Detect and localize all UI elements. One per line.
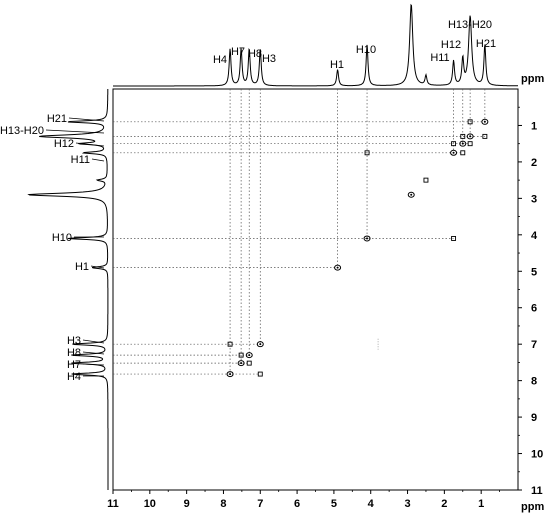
diagonal-peak (363, 235, 371, 242)
diagonal-peak-core (229, 373, 232, 376)
diagonal-peak-core (336, 266, 339, 269)
plot-area-border (112, 88, 519, 491)
diagonal-peak (237, 360, 245, 367)
left-peak-label: H8 (67, 347, 81, 359)
left-label-leader (45, 129, 105, 134)
peak-labels: H4H4H7H7H8H8H3H3H1H1H10H10H11H11H12H12H1… (0, 19, 496, 383)
left-label-leader (75, 142, 105, 147)
left-label-leader (68, 117, 105, 122)
x-tick-label: 2 (441, 498, 447, 510)
y-tick-label: 9 (531, 412, 537, 424)
left-peak-label: H10 (52, 232, 72, 244)
diagonal-peak-core (248, 354, 251, 357)
x-tick-label: 9 (184, 498, 190, 510)
x-tick-label: 11 (107, 498, 119, 510)
y-tick-label: 4 (531, 230, 538, 242)
diagonal-peak-core (452, 151, 455, 154)
guide-lines (113, 89, 486, 375)
top-peak-label: H4 (213, 54, 227, 66)
left-label-leader (91, 158, 105, 162)
x-tick-label: 6 (294, 498, 300, 510)
x-tick-label: 3 (404, 498, 410, 510)
left-projection-spectrum (27, 89, 109, 490)
x-tick-label: 1 (478, 498, 484, 510)
left-peak-label: H7 (67, 359, 81, 371)
top-peak-label: H1 (330, 59, 344, 71)
x-tick-label: 5 (331, 498, 337, 510)
diagonal-peak-core (259, 343, 262, 346)
diagonal-peak (256, 341, 264, 348)
top-peak-label: H8 (248, 48, 262, 60)
left-peak-label: H21 (47, 113, 67, 125)
cross-peak (467, 141, 473, 147)
left-peak-label: H11 (71, 154, 90, 166)
cross-peak (460, 150, 466, 156)
left-spectrum-trace (27, 89, 109, 490)
left-peak-label: H3 (67, 335, 81, 347)
diagonal-peak-core (366, 237, 369, 240)
cross-peak (423, 177, 429, 183)
diagonal-peak (481, 118, 489, 125)
top-projection-spectrum (113, 3, 518, 87)
y-tick-label: 3 (531, 193, 537, 205)
cross-peak (227, 341, 233, 347)
top-peak-label: H11 (430, 52, 449, 64)
diagonal-peak (459, 140, 467, 147)
cross-peak (257, 371, 263, 377)
cross-peak (460, 133, 466, 139)
top-peak-label: H13-H20 (448, 19, 492, 31)
y-tick-label: 6 (531, 303, 537, 315)
cross-peak (451, 236, 457, 241)
top-peak-label: H12 (441, 39, 461, 51)
left-label-leader (82, 339, 105, 344)
left-label-leader (82, 363, 105, 366)
top-spectrum-trace (113, 3, 518, 87)
y-tick-label: 10 (531, 449, 543, 461)
left-label-leader (82, 351, 105, 355)
plot-frame (112, 88, 519, 491)
left-label-leader (90, 265, 105, 269)
top-peak-label: H3 (262, 53, 276, 65)
correlation-peaks (226, 118, 489, 378)
cross-peak (238, 352, 244, 358)
diagonal-peak (226, 371, 234, 378)
left-peak-label: H12 (54, 138, 74, 150)
x-tick-label: 10 (144, 498, 156, 510)
diagonal-peak-core (469, 135, 472, 138)
y-tick-label: 1 (531, 120, 537, 132)
x-tick-label: 7 (257, 498, 263, 510)
diagonal-peak (407, 191, 415, 198)
y-tick-label: 8 (531, 376, 537, 388)
top-peak-label: H21 (476, 38, 496, 50)
diagonal-peak-core (483, 120, 486, 123)
y-axis-unit-label: ppm (521, 501, 544, 513)
cross-peak (364, 150, 370, 156)
x-tick-label: 4 (368, 498, 375, 510)
diagonal-peak (466, 133, 474, 140)
diagonal-peak (334, 264, 342, 271)
left-peak-label: H1 (75, 261, 89, 273)
diagonal-peak-core (461, 142, 464, 145)
left-peak-label: H4 (67, 371, 81, 383)
x-tick-label: 8 (220, 498, 226, 510)
top-peak-label: H7 (231, 46, 245, 58)
x-axis-unit-label: ppm (521, 73, 544, 85)
cross-peak (451, 141, 457, 147)
left-peak-label: H13-H20 (0, 125, 44, 137)
diagonal-peak (450, 149, 458, 156)
top-peak-label: H10 (356, 44, 376, 56)
diagonal-peak (245, 352, 253, 359)
cross-peak (482, 133, 488, 139)
cross-peak (467, 119, 473, 125)
y-tick-label: 2 (531, 157, 537, 169)
diagonal-peak-core (410, 193, 413, 196)
y-tick-label: 5 (531, 266, 537, 278)
y-tick-label: 7 (531, 339, 537, 351)
cross-peak (246, 360, 252, 366)
y-tick-label: 11 (531, 485, 543, 497)
diagonal-peak-core (240, 362, 243, 365)
